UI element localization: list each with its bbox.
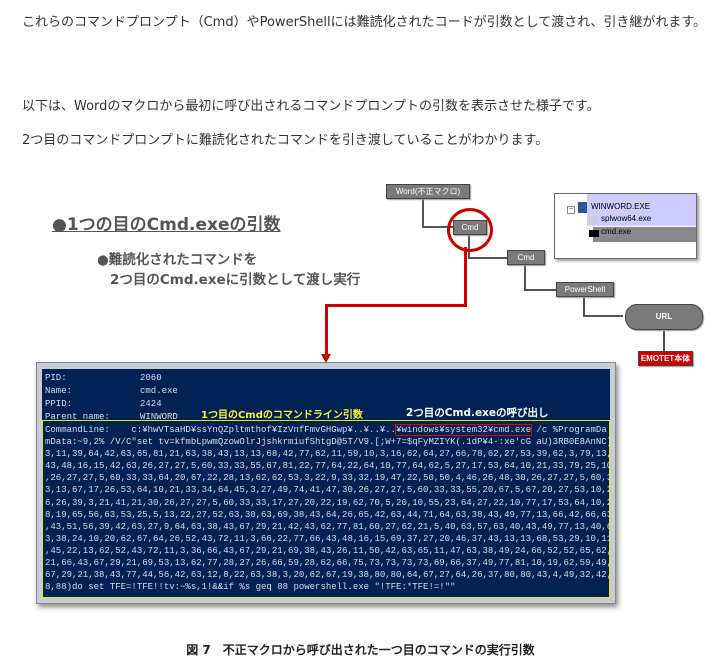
red-connector [464, 247, 467, 307]
annotation-args: 1つ目のCmdのコマンドライン引数 [201, 410, 363, 421]
pid-label: PID: [45, 373, 67, 383]
commandline-label: CommandLine: [45, 425, 110, 435]
node-powershell: PowerShell [556, 282, 614, 297]
tree-item-cmd[interactable]: cmd.exe [601, 227, 632, 236]
red-connector [325, 304, 328, 356]
arrow-down-icon [321, 354, 331, 363]
pid-row: PID: 2060 [45, 372, 162, 384]
commandline-row: CommandLine: c:¥hwVTsaHD¥ssYnQZpltmthof¥… [45, 424, 607, 436]
parent-row: Parent name: WINWORD [45, 411, 178, 423]
annotation-call: 2つ目のCmd.exeの呼び出し [406, 407, 549, 419]
pid-value: 2060 [140, 373, 162, 383]
name-row: Name: cmd.exe [45, 385, 178, 397]
cmd-exe-highlight: ¥windows¥system32¥cmd.exe [395, 424, 533, 436]
figure-caption: 図 7 不正マクロから呼び出された一つ目のコマンドの実行引数 [186, 643, 535, 657]
terminal-line: ,43,51,56,39,42,63,27,9,64,63,38,43,67,2… [45, 521, 610, 532]
ppid-value: 2424 [140, 399, 162, 409]
terminal-line: 67,29,21,38,43,77,44,56,42,63,12,8,22,63… [45, 570, 610, 581]
figure-sub2: 2つ目のCmd.exeに引数として渡し実行 [110, 272, 361, 288]
cmd-path: c:¥hwVTsaHD¥ssYnQZpltmthof¥IzVnfFmvGHGwp… [131, 425, 397, 435]
collapse-icon[interactable]: − [567, 206, 575, 214]
paragraph-2: 以下は、Wordのマクロから最初に呼び出されるコマンドプロンプトの引数を表示させ… [22, 99, 600, 114]
connector [663, 330, 665, 352]
yellow-highlight-box [42, 420, 610, 598]
terminal-line: 8,88)do set TFE=!TFE!!tv:~%s,1!&&if %s g… [45, 582, 456, 593]
node-word: Word(不正マクロ) [386, 184, 470, 199]
connector [524, 265, 526, 290]
figure-sub1: ●難読化されたコマンドを [97, 252, 258, 268]
terminal-line: ,45,22,13,62,52,43,72,11,3,36,66,43,67,2… [45, 545, 610, 556]
terminal-line: 3,38,24,10,20,62,67,64,26,52,43,72,11,3,… [45, 533, 610, 544]
process-tree: − WINWORD.EXE splwow64.exe cmd.exe [554, 193, 697, 259]
name-label: Name: [45, 386, 73, 396]
paragraph-1: これらのコマンドプロンプト（Cmd）やPowerShellには難読化されたコード… [22, 15, 707, 30]
terminal-screen: PID: 2060 Name: cmd.exe PPID: 2424 Parent n… [42, 369, 610, 598]
connector [422, 198, 424, 226]
connector [524, 289, 556, 291]
tree-item-splwow[interactable]: splwow64.exe [601, 214, 652, 223]
console-icon [589, 230, 599, 237]
terminal-line: 3,11,39,64,42,63,65,81,21,63,38,43,13,13… [45, 449, 610, 460]
connector [583, 315, 623, 317]
word-icon [578, 202, 587, 213]
tree-selection-bg [587, 194, 696, 226]
highlight-circle [447, 208, 493, 252]
figure-title: ●1つの目のCmd.exeの引数 [52, 215, 281, 235]
connector [422, 226, 453, 228]
node-cmd2: Cmd [507, 250, 545, 265]
terminal-line: 43,48,16,15,42,63,26,27,27,5,60,33,33,55… [45, 461, 610, 472]
tree-row-bg [593, 227, 696, 242]
ppid-row: PPID: 2424 [45, 398, 162, 410]
terminal-line: 8,19,65,56,63,53,25,5,13,22,27,52,63,30,… [45, 509, 610, 520]
node-emotet: EMOTET本体 [638, 351, 693, 366]
cmd-args: /c %ProgramDa [531, 425, 607, 435]
paragraph-3: 2つ目のコマンドプロンプトに難読化されたコマンドを引き渡していることがわかります… [22, 133, 549, 148]
red-connector [326, 304, 467, 307]
terminal-line: 6,26,39,3,21,41,21,30,26,27,27,5,60,33,3… [45, 497, 610, 508]
connector [583, 296, 585, 316]
ppid-label: PPID: [45, 399, 73, 409]
app-icon [589, 216, 597, 224]
terminal-line: 3,13,67,17,26,53,64,10,21,33,34,64,45,3,… [45, 485, 610, 496]
terminal-window: PID: 2060 Name: cmd.exe PPID: 2424 Parent n… [36, 362, 616, 604]
name-value: cmd.exe [140, 386, 178, 396]
terminal-line: ,26,27,27,5,60,33,33,64,20,67,22,28,13,6… [45, 473, 610, 484]
parent-label: Parent name: [45, 412, 110, 422]
terminal-line: mData:~9,2% /V/C"set tv=kfmbLpwmQzowOlrJ… [45, 437, 610, 447]
terminal-line: 21,66,43,67,29,21,69,53,13,62,77,28,27,2… [45, 558, 610, 568]
parent-value: WINWORD [140, 412, 178, 422]
node-url-cloud: URL [625, 304, 703, 330]
connector [468, 257, 507, 259]
tree-item-winword[interactable]: WINWORD.EXE [591, 202, 651, 211]
